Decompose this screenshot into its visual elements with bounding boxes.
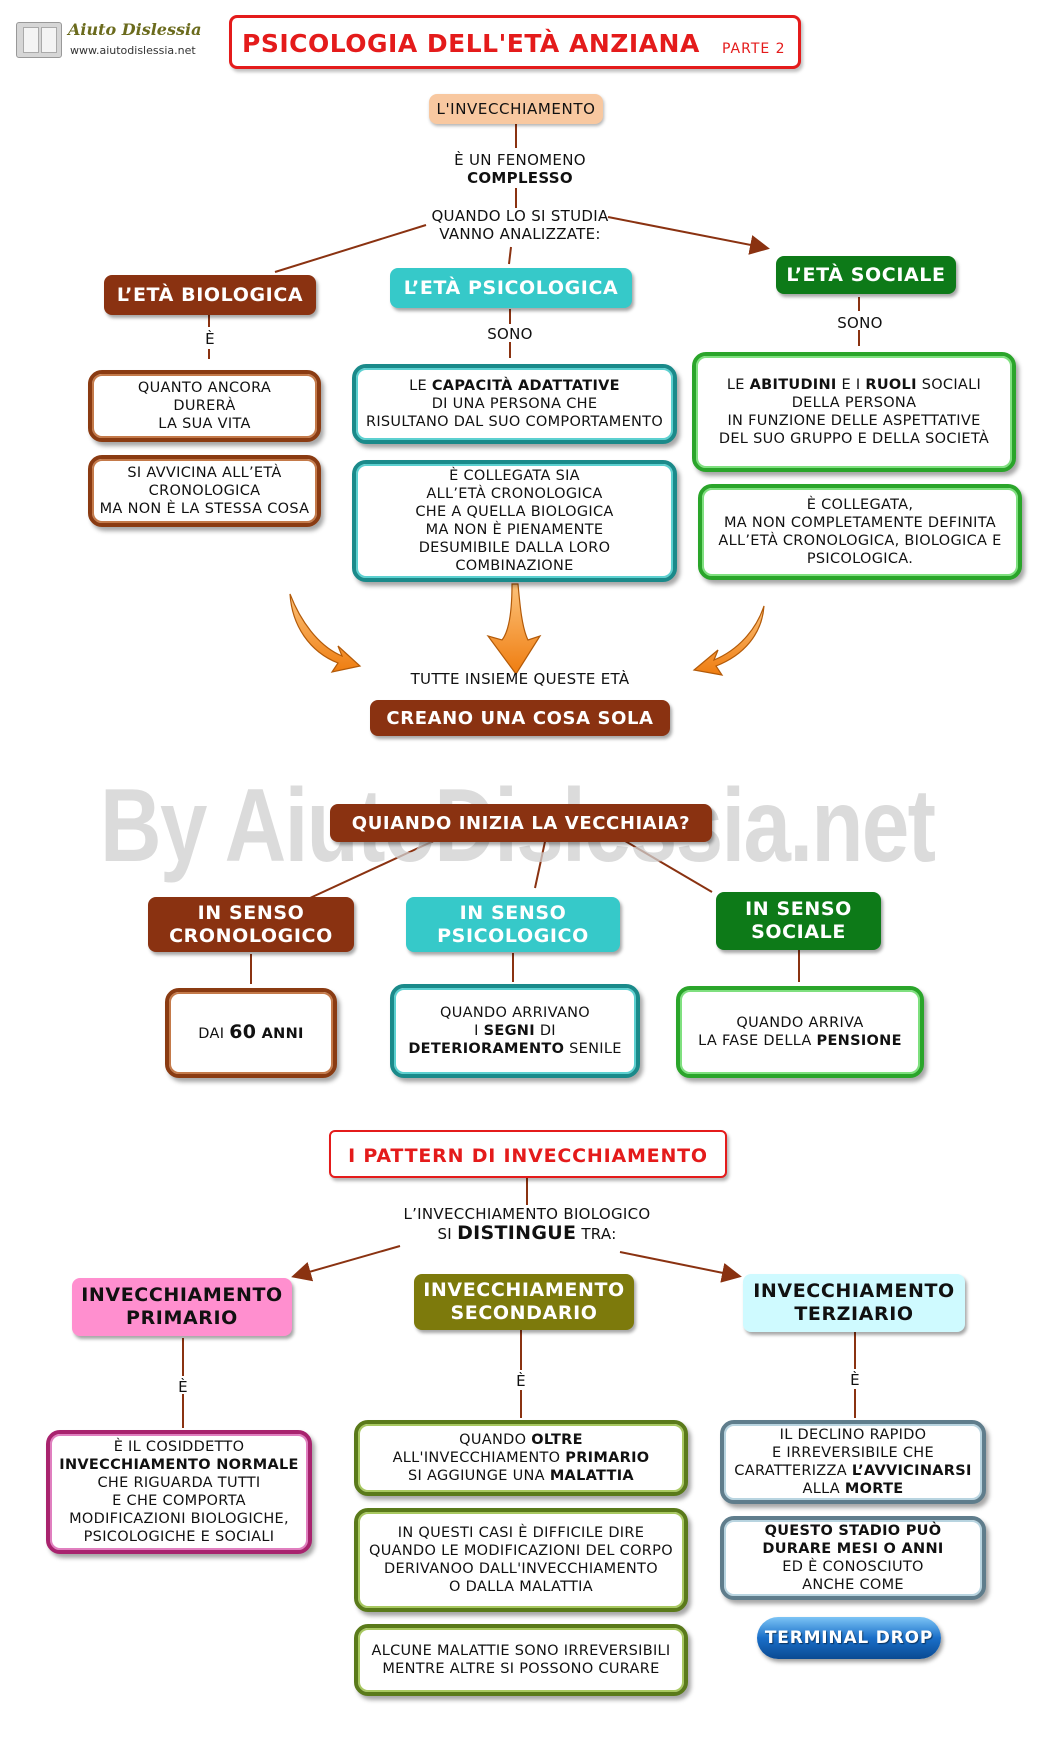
secondary-header: INVECCHIAMENTO SECONDARIO [414,1274,634,1330]
terminal-drop-badge: TERMINAL DROP [757,1617,941,1659]
soc-box-2: È COLLEGATA, MA NON COMPLETAMENTE DEFINI… [698,484,1022,580]
secondary-box-3: ALCUNE MALATTIE SONO IRREVERSIBILI MENTR… [354,1624,688,1696]
tertiary-link: È [850,1371,860,1389]
psy-box-1: LE CAPACITÀ ADATTATIVE DI UNA PERSONA CH… [352,364,677,444]
terminal-drop-label: TERMINAL DROP [764,1628,934,1648]
chrono-header: IN SENSO CRONOLOGICO [148,897,354,952]
sociale-header: IN SENSO SOCIALE [716,892,881,950]
bio-link: È [205,330,215,348]
together-text: TUTTE INSIEME QUESTE ETÀ [410,670,630,688]
secondary-box-2: IN QUESTI CASI È DIFFICILE DIRE QUANDO L… [354,1508,688,1612]
page-title: PSICOLOGIA DELL'ETÀ ANZIANA [242,29,700,58]
question-header: QUIANDO INIZIA LA VECCHIAIA? [330,804,712,842]
page-subtitle: PARTE 2 [722,41,786,57]
secondary-link: È [516,1372,526,1390]
pattern-intro-1: L’INVECCHIAMENTO BIOLOGICO [403,1205,651,1223]
desc-line1: È UN FENOMENO [454,151,586,169]
soc-link: SONO [837,314,883,332]
eta-sociale-header: L’ETÀ SOCIALE [776,256,956,294]
bio-box-1: QUANTO ANCORA DURERÀ LA SUA VITA [88,370,321,442]
logo-name: Aiuto Dislessia [68,20,202,39]
psy-link: SONO [487,325,533,343]
root-concept: L'INVECCHIAMENTO [429,94,603,124]
converge-arrows [289,583,765,676]
pattern-intro-2: SI DISTINGUE TRA: [437,1222,617,1244]
primary-header: INVECCHIAMENTO PRIMARIO [72,1278,292,1336]
chrono-box: DAI 60 ANNI [165,988,337,1078]
bio-box-2: SI AVVICINA ALL’ETÀ CRONOLOGICA MA NON È… [88,455,321,527]
primary-box: È IL COSIDDETTO INVECCHIAMENTO NORMALE C… [46,1430,312,1554]
study-line1: QUANDO LO SI STUDIA [431,207,609,225]
logo[interactable]: Aiuto Dislessia www.aiutodislessia.net [14,18,202,62]
pattern-title-box: I PATTERN DI INVECCHIAMENTO [329,1130,727,1178]
logo-url: www.aiutodislessia.net [70,44,196,57]
psico-box: QUANDO ARRIVANO I SEGNI DI DETERIORAMENT… [390,984,640,1078]
secondary-box-1: QUANDO OLTRE ALL'INVECCHIAMENTO PRIMARIO… [354,1420,688,1496]
logo-book-icon [16,22,62,58]
eta-biologica-header: L’ETÀ BIOLOGICA [104,275,316,315]
psico-header: IN SENSO PSICOLOGICO [406,897,620,952]
title-box: PSICOLOGIA DELL'ETÀ ANZIANA PARTE 2 [229,15,801,69]
study-line2: VANNO ANALIZZATE: [439,225,601,243]
desc-line2: COMPLESSO [467,169,573,187]
soc-box-1: LE ABITUDINI E I RUOLI SOCIALI DELLA PER… [692,352,1016,472]
sociale-box: QUANDO ARRIVA LA FASE DELLA PENSIONE [676,986,924,1078]
tertiary-header: INVECCHIAMENTO TERZIARIO [743,1274,965,1332]
tertiary-box-1: IL DECLINO RAPIDO E IRREVERSIBILE CHE CA… [720,1420,986,1504]
tertiary-box-2: QUESTO STADIO PUÒ DURARE MESI O ANNI ED … [720,1516,986,1600]
result-header: CREANO UNA COSA SOLA [370,700,670,736]
psy-box-2: È COLLEGATA SIA ALL’ETÀ CRONOLOGICA CHE … [352,460,677,582]
eta-psicologica-header: L’ETÀ PSICOLOGICA [390,268,632,308]
pattern-title: I PATTERN DI INVECCHIAMENTO [348,1145,708,1167]
primary-link: È [178,1378,188,1396]
